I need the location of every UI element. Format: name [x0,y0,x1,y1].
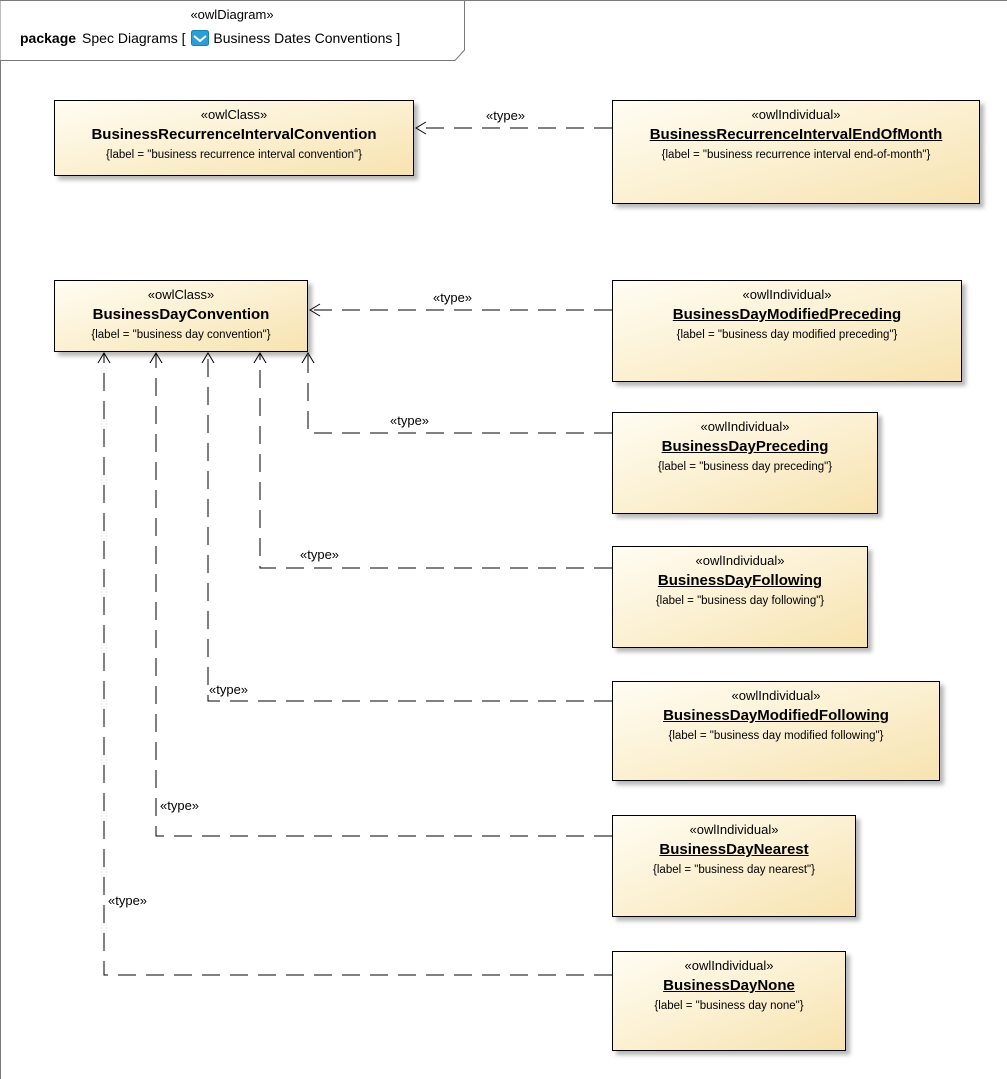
diagram-title: package Spec Diagrams [ Business Dates Co… [20,30,400,46]
package-keyword: package [20,30,77,46]
class-label: {label = "business recurrence interval c… [106,149,362,161]
individual-label: {label = "business day following"} [655,595,825,607]
arrowhead-2 [309,303,321,317]
type-edge-6 [155,353,612,837]
individual-stereotype: «owlIndividual» [742,287,832,302]
type-edge-label-4: «type» [300,547,340,562]
individual-name: BusinessDayNearest [659,841,809,858]
individual-business-day-following[interactable]: «owlIndividual» BusinessDayFollowing {la… [612,546,868,648]
class-name: BusinessRecurrenceIntervalConvention [91,126,377,143]
diagram-name: Business Dates Conventions [213,30,393,46]
individual-name: BusinessDayPreceding [661,438,829,455]
arrowhead-4 [253,352,267,364]
type-edge-label-7: «type» [108,893,148,908]
individual-stereotype: «owlIndividual» [700,419,790,434]
class-stereotype: «owlClass» [200,107,268,122]
individual-name: BusinessDayFollowing [657,572,823,589]
individual-stereotype: «owlIndividual» [695,553,785,568]
individual-business-day-none[interactable]: «owlIndividual» BusinessDayNone {label =… [612,951,846,1051]
type-edge-3 [307,353,612,434]
individual-business-day-preceding[interactable]: «owlIndividual» BusinessDayPreceding {la… [612,412,878,514]
type-edge-label-1: «type» [486,108,526,123]
diagram-stereotype: «owlDiagram» [190,7,274,22]
individual-name: BusinessDayModifiedPreceding [672,306,902,323]
individual-business-day-nearest[interactable]: «owlIndividual» BusinessDayNearest {labe… [612,815,856,917]
diagram-close-bracket: ] [396,30,401,46]
arrowhead-3 [301,352,315,364]
individual-stereotype: «owlIndividual» [684,958,774,973]
class-business-recurrence-interval-convention[interactable]: «owlClass» BusinessRecurrenceIntervalCon… [54,100,414,176]
type-edge-5 [207,353,612,702]
arrowhead-1 [415,121,427,135]
individual-stereotype: «owlIndividual» [751,107,841,122]
individual-stereotype: «owlIndividual» [689,822,779,837]
individual-business-day-modified-preceding[interactable]: «owlIndividual» BusinessDayModifiedPrece… [612,280,962,382]
individual-label: {label = "business day nearest"} [653,864,815,876]
diagram-tab-outline [0,0,465,61]
type-edge-label-2: «type» [433,290,473,305]
individual-stereotype: «owlIndividual» [731,688,821,703]
class-label: {label = "business day convention"} [91,329,271,341]
type-edge-label-6: «type» [160,798,200,813]
type-edge-7 [103,353,612,976]
individual-name: BusinessDayNone [663,977,795,994]
individual-label: {label = "business day preceding"} [657,461,833,473]
individual-business-recurrence-interval-end-of-month[interactable]: «owlIndividual» BusinessRecurrenceInterv… [612,100,980,204]
diagram-path: Spec Diagrams [ [82,30,186,46]
individual-name: BusinessDayModifiedFollowing [663,707,889,724]
type-edge-4 [259,353,612,569]
class-name: BusinessDayConvention [92,306,270,323]
arrowhead-6 [149,352,163,364]
class-business-day-convention[interactable]: «owlClass» BusinessDayConvention {label … [54,280,308,352]
individual-label: {label = "business day modified followin… [668,730,884,742]
type-edge-label-5: «type» [209,682,249,697]
type-edge-label-3: «type» [390,413,430,428]
individual-name: BusinessRecurrenceIntervalEndOfMonth [649,126,943,143]
individual-label: {label = "business day modified precedin… [676,329,898,341]
individual-label: {label = "business recurrence interval e… [661,149,931,161]
individual-business-day-modified-following[interactable]: «owlIndividual» BusinessDayModifiedFollo… [612,681,940,781]
individual-label: {label = "business day none"} [654,1000,804,1012]
arrowhead-7 [97,352,111,364]
package-diagram-icon [191,30,210,46]
class-stereotype: «owlClass» [147,287,215,302]
arrowhead-5 [201,352,215,364]
